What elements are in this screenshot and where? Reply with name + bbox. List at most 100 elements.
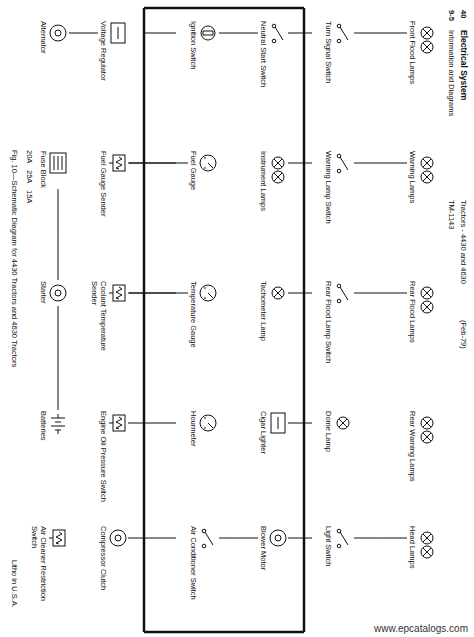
component: Air Cleaner Restriction Switch bbox=[29, 525, 69, 622]
component: Batteries bbox=[38, 410, 69, 442]
sender-symbol bbox=[49, 530, 65, 546]
motor-symbol bbox=[110, 530, 126, 546]
lamp2-symbol bbox=[272, 157, 284, 183]
component-label: Blower Motor bbox=[259, 526, 268, 570]
wire bbox=[128, 163, 144, 538]
component-symbol bbox=[268, 411, 288, 435]
component: Warning Lamp Switch bbox=[323, 150, 354, 225]
component-label: Rear Warning Lamps bbox=[408, 411, 417, 482]
switch-symbol bbox=[337, 154, 348, 173]
wire-connector bbox=[354, 163, 407, 164]
wire-connector bbox=[58, 306, 59, 410]
component-symbol bbox=[268, 21, 288, 45]
component: Coolant Temperature Sender bbox=[89, 280, 129, 377]
wire-connector bbox=[354, 293, 407, 294]
component-label: Warning Lamp Switch bbox=[324, 151, 333, 224]
wire-connector bbox=[69, 33, 98, 34]
component-symbol bbox=[417, 281, 437, 315]
component-label: Air Conditioner Switch bbox=[189, 526, 198, 600]
component-label: Voltage Regulator bbox=[99, 21, 108, 81]
component: Light Switch bbox=[323, 525, 354, 567]
text-label: www.epcatalogs.com bbox=[374, 624, 468, 633]
component-symbol bbox=[333, 411, 353, 435]
switch-symbol bbox=[202, 529, 213, 548]
component-label: Batteries bbox=[39, 411, 48, 441]
component: Fuel Gauge Sender bbox=[98, 150, 129, 217]
component: Cigar Lighter bbox=[258, 410, 289, 455]
switch-symbol bbox=[337, 284, 348, 303]
sender-symbol bbox=[109, 155, 125, 171]
component-label: Front Flood Lamps bbox=[408, 21, 417, 84]
component: Starter bbox=[38, 280, 69, 306]
component-label: Compressor Clutch bbox=[99, 526, 108, 590]
component-symbol bbox=[108, 281, 128, 305]
component-symbol bbox=[268, 151, 288, 185]
wire-stubs bbox=[128, 33, 312, 538]
sender-symbol bbox=[109, 415, 125, 431]
component-label: Air Cleaner Restriction Switch bbox=[30, 526, 48, 621]
component-label: Warning Lamps bbox=[408, 151, 417, 203]
wire bbox=[304, 33, 312, 538]
component: Front Flood Lamps bbox=[407, 20, 438, 85]
sender-symbol bbox=[109, 285, 125, 301]
component-symbol bbox=[48, 411, 68, 435]
component: Air Conditioner Switch bbox=[188, 525, 219, 601]
component: Neutral Start Switch bbox=[258, 20, 289, 88]
component-symbol bbox=[198, 281, 218, 305]
component-label: Coolant Temperature Sender bbox=[90, 281, 108, 376]
page-title: Electrical System bbox=[459, 30, 468, 100]
text-label: 40 bbox=[459, 10, 468, 18]
lamp-symbol bbox=[272, 287, 284, 299]
component-label: Ignition Switch bbox=[189, 21, 198, 69]
component-symbol bbox=[108, 151, 128, 175]
box-symbol bbox=[111, 23, 125, 43]
lamp2-symbol bbox=[421, 287, 433, 313]
text-label: 15A bbox=[25, 190, 34, 203]
component-symbol bbox=[417, 21, 437, 55]
component: Blower Motor bbox=[258, 525, 289, 571]
component: Fuse Block bbox=[38, 150, 69, 189]
fuse-symbol bbox=[50, 153, 66, 173]
component-label: Temperature Gauge bbox=[189, 281, 198, 348]
component-label: Fuel Gauge bbox=[189, 151, 198, 190]
component-symbol bbox=[417, 411, 437, 445]
component-symbol bbox=[48, 526, 68, 550]
component: Hourmeter bbox=[188, 410, 219, 447]
component: Engine Oil Pressure Switch bbox=[98, 410, 129, 503]
gauge-symbol bbox=[200, 155, 216, 171]
component-label: Alternator bbox=[39, 21, 48, 54]
component: Fuel Gauge bbox=[188, 150, 219, 191]
component-symbol bbox=[333, 21, 353, 45]
component-label: Head Lamps bbox=[408, 526, 417, 569]
component-symbol bbox=[108, 21, 128, 45]
component-label: Dome Lamp bbox=[324, 411, 333, 452]
component: Instrument Lamps bbox=[258, 150, 289, 212]
component-symbol bbox=[108, 411, 128, 435]
switch-symbol bbox=[337, 529, 348, 548]
component: Dome Lamp bbox=[323, 410, 354, 453]
motor-symbol bbox=[270, 530, 286, 546]
component: Head Lamps bbox=[407, 525, 438, 570]
component-symbol bbox=[268, 281, 288, 305]
switch-symbol bbox=[337, 24, 348, 43]
component-label: Fuse Block bbox=[39, 151, 48, 188]
text-label: Information and Diagrams bbox=[447, 30, 456, 116]
lamp2-symbol bbox=[421, 532, 433, 558]
text-label: 25A bbox=[25, 170, 34, 183]
component-label: Instrument Lamps bbox=[259, 151, 268, 211]
wire-connector bbox=[219, 538, 258, 539]
lamp2-symbol bbox=[421, 27, 433, 53]
text-label: TM-1143 bbox=[447, 200, 456, 229]
component-symbol bbox=[268, 526, 288, 550]
box-symbol bbox=[271, 413, 285, 433]
component-label: Turn Signal Switch bbox=[324, 21, 333, 83]
text-label: 9-5 bbox=[447, 10, 456, 21]
harness-trunk bbox=[144, 631, 304, 634]
component: Alternator bbox=[38, 20, 69, 55]
component-label: Cigar Lighter bbox=[259, 411, 268, 454]
component: Rear Flood Lamps bbox=[407, 280, 438, 344]
wiring-harness bbox=[144, 8, 304, 632]
lamp2-symbol bbox=[421, 417, 433, 443]
